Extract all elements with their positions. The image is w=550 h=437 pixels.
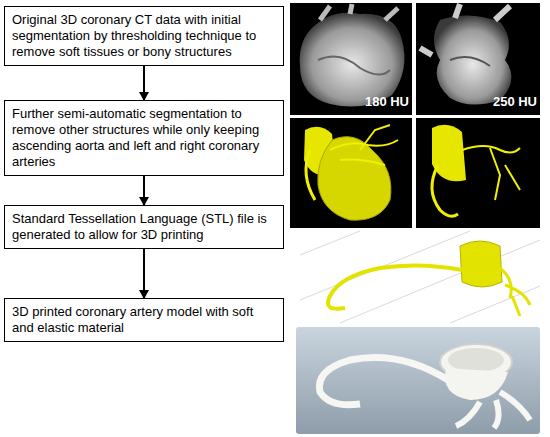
process-box: Further semi-automatic segmentation to r… — [4, 100, 284, 176]
flow-arrow — [143, 176, 145, 205]
process-box: Standard Tessellation Language (STL) fil… — [4, 205, 284, 249]
ct-render-250 — [416, 3, 540, 115]
box-text: Standard Tessellation Language (STL) fil… — [12, 211, 276, 243]
flow-arrow — [143, 66, 145, 100]
box-text: 3D printed coronary artery model with so… — [12, 304, 276, 336]
box-text: Further semi-automatic segmentation to r… — [12, 106, 276, 170]
threshold-label: 180 HU — [365, 94, 409, 109]
process-box: Original 3D coronary CT data with initia… — [4, 6, 284, 66]
flow-arrow — [143, 249, 145, 298]
stl-render — [296, 231, 540, 323]
threshold-label: 250 HU — [493, 94, 537, 109]
ct-render-180 — [290, 3, 412, 115]
segmentation-render-arteries — [416, 118, 540, 228]
box-text: Original 3D coronary CT data with initia… — [12, 12, 276, 60]
segmentation-render-heart — [290, 118, 412, 228]
process-box: 3D printed coronary artery model with so… — [4, 298, 284, 342]
printed-model-photo — [296, 327, 540, 434]
